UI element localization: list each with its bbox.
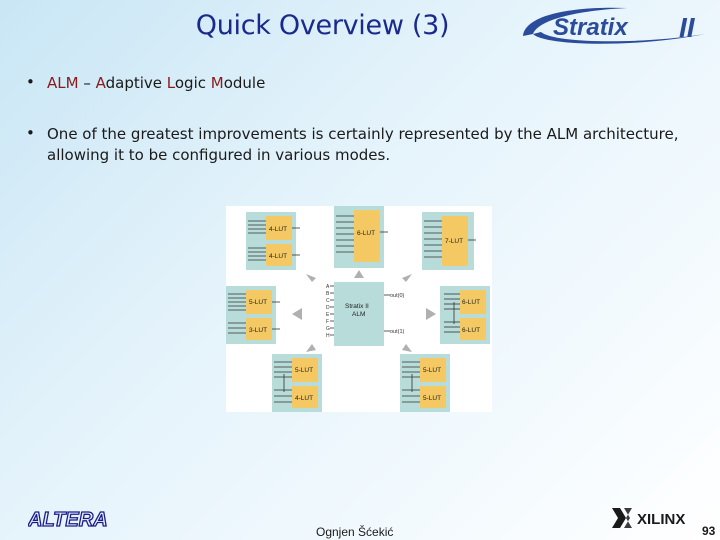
input-label: E: [326, 312, 330, 318]
bullet-marker: •: [26, 73, 35, 91]
lut-label: 3-LUT: [249, 327, 267, 334]
mode-arrows: [292, 270, 436, 352]
input-label: B: [326, 291, 330, 297]
lut-label: 6-LUT: [462, 299, 480, 306]
arrow-up: [354, 270, 364, 278]
arrow-down-left: [306, 344, 316, 352]
word-rest: daptive: [105, 74, 167, 92]
lut-label: 7-LUT: [445, 238, 463, 245]
lut-label: 5-LUT: [423, 367, 441, 374]
lut-label: 5-LUT: [423, 395, 441, 402]
bullet-alm-improvement: One of the greatest improvements is cert…: [47, 125, 679, 164]
lut-group-mid-right: 6-LUT 6-LUT: [440, 286, 490, 344]
acronym-alm: ALM: [47, 74, 79, 92]
xilinx-x-mark: [612, 508, 632, 528]
arrow-right: [426, 308, 436, 320]
alm-center-block: A B C D E F G H Stratix II ALM out(0) ou…: [326, 282, 405, 346]
output-label: out(1): [390, 329, 405, 335]
letter-m: M: [210, 74, 224, 92]
input-label: F: [326, 319, 329, 325]
output-label: out(0): [390, 293, 405, 299]
lut-group-bottom-left: 5-LUT 4-LUT: [272, 354, 322, 412]
lut-label: 6-LUT: [462, 327, 480, 334]
word-rest: odule: [223, 74, 266, 92]
input-label: A: [326, 284, 330, 290]
word-rest: ogic: [174, 74, 211, 92]
arrow-left: [292, 308, 302, 320]
author-name: Ognjen Šćekić: [316, 525, 394, 539]
bullet-alm-definition: ALM – Adaptive Logic Module: [47, 73, 265, 94]
altera-logo: ALTERA: [28, 508, 108, 531]
letter-a: A: [95, 74, 106, 92]
input-label: D: [326, 305, 330, 311]
xilinx-logo-text: XILINX: [637, 511, 685, 528]
lut-label: 4-LUT: [295, 395, 313, 402]
lut-label: 5-LUT: [249, 299, 267, 306]
xilinx-logo: XILINX: [612, 508, 685, 528]
lut-group-top-left: 4-LUT 4-LUT: [246, 212, 300, 270]
lut-label: 4-LUT: [269, 226, 287, 233]
alm-label: Stratix II: [345, 303, 369, 310]
slide-title: Quick Overview (3): [195, 10, 450, 41]
alm-modes-diagram: 4-LUT 4-LUT 6-LUT 7-LUT 5-LUT 3-LUT: [226, 206, 492, 412]
arrow-down-right: [402, 344, 412, 352]
stratix-ii-logo: Stratix II: [523, 7, 705, 44]
arrow-up-left: [306, 274, 316, 282]
lut-group-top-center: 6-LUT: [334, 206, 388, 268]
altera-logo-text: ALTERA: [28, 509, 108, 531]
page-number: 93: [702, 524, 716, 538]
lut-group-bottom-right: 5-LUT 5-LUT: [400, 354, 450, 412]
dash: –: [78, 74, 96, 92]
lut-label: 4-LUT: [269, 253, 287, 260]
stratix-logo-text: Stratix: [553, 14, 629, 41]
lut-group-top-right: 7-LUT: [422, 212, 476, 270]
stratix-logo-suffix: II: [679, 12, 696, 43]
lut-label: 5-LUT: [295, 367, 313, 374]
alm-label: ALM: [352, 311, 365, 318]
input-label: H: [326, 333, 330, 339]
input-label: G: [326, 326, 330, 332]
arrow-up-right: [402, 274, 412, 282]
bullet-marker: •: [26, 124, 35, 142]
input-label: C: [326, 298, 330, 304]
lut-group-mid-left: 5-LUT 3-LUT: [226, 286, 280, 344]
letter-l: L: [166, 74, 175, 92]
lut-label: 6-LUT: [357, 230, 375, 237]
